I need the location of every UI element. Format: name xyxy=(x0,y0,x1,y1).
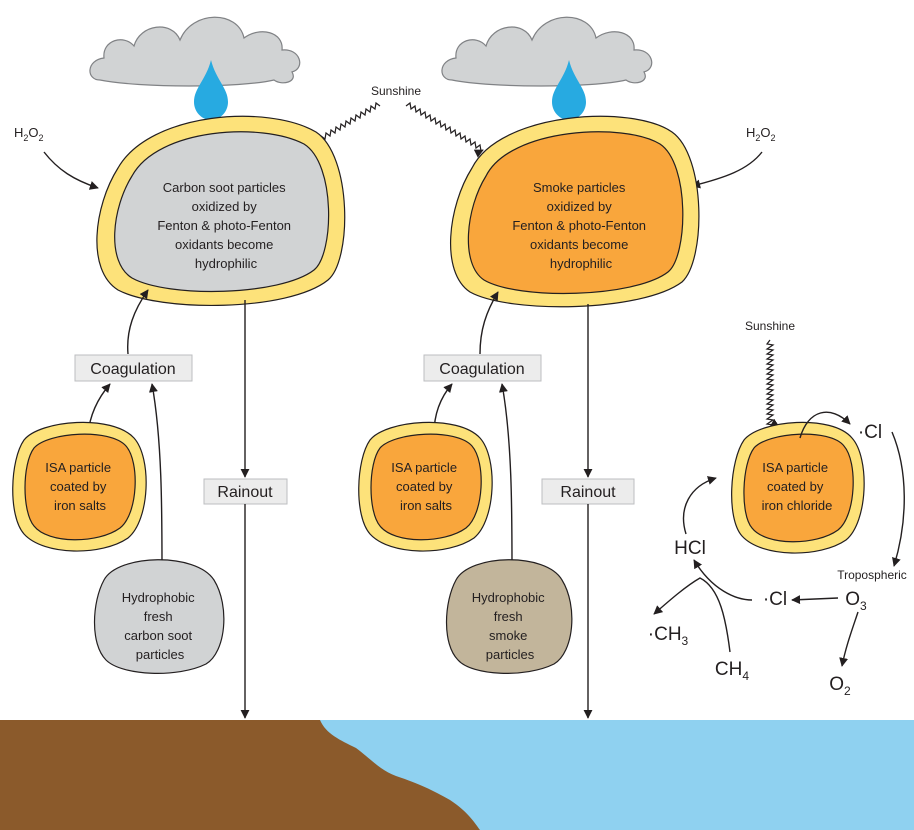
fresh-carbon-soot-particle xyxy=(93,559,225,674)
sunshine-ray-right xyxy=(405,101,484,158)
raindrop-icon-right xyxy=(552,60,586,120)
smoke-oxidized-particle xyxy=(449,115,700,308)
sunshine-label-top: Sunshine xyxy=(371,84,421,98)
cl-radical-top: ·Cl xyxy=(858,422,882,443)
arrow-cl-to-hcl xyxy=(693,559,753,601)
svg-text:Coagulation: Coagulation xyxy=(439,361,524,378)
cloud-icon-right xyxy=(441,16,653,87)
h2o2-arrow-left xyxy=(43,151,99,190)
o3-label: O3 xyxy=(845,589,867,613)
h2o2-arrow-right xyxy=(691,151,763,189)
fresh-smoke-particle xyxy=(445,559,573,674)
arrow-o3-to-cl xyxy=(791,595,839,605)
rainout-box-right: Rainout xyxy=(541,478,635,505)
isa-particle-left xyxy=(12,421,147,552)
svg-text:Rainout: Rainout xyxy=(560,484,616,501)
hcl-label: HCl xyxy=(674,538,706,559)
isa-chloride-text: ISA particle coated by iron chloride xyxy=(762,460,833,513)
arrow-o3-to-o2 xyxy=(839,611,859,667)
h2o2-label-right: H2O2 xyxy=(746,125,776,143)
ch3-label: ·CH3 xyxy=(648,624,689,648)
arrow-ch4-to-ch3 xyxy=(653,577,731,653)
arrow-particle-to-cl xyxy=(799,411,851,439)
tropospheric-label: Tropospheric xyxy=(837,568,907,582)
cloud-icon-left xyxy=(89,16,301,87)
arrow-fresh-smoke-up xyxy=(498,383,513,571)
cl-radical-mid: ·Cl xyxy=(763,589,787,610)
coagulation-box-left: Coagulation xyxy=(74,354,193,382)
sunshine-ray-chloride xyxy=(765,339,780,428)
h2o2-label-left: H2O2 xyxy=(14,125,44,143)
carbon-soot-oxidized-particle xyxy=(96,115,346,307)
arrow-fresh-carbon-up xyxy=(148,383,163,571)
isa-left-text: ISA particle coated by iron salts xyxy=(45,460,114,513)
isa-particle-middle xyxy=(358,421,493,552)
arrow-coag-right-up xyxy=(479,291,499,355)
svg-text:Rainout: Rainout xyxy=(217,484,273,501)
arrow-coag-left-up xyxy=(126,289,149,355)
svg-text:Coagulation: Coagulation xyxy=(90,361,175,378)
rainout-box-left: Rainout xyxy=(203,478,288,505)
carbon-oxidized-text: Carbon soot particles oxidized by Fenton… xyxy=(157,180,294,271)
o2-label: O2 xyxy=(829,674,851,698)
coagulation-box-right: Coagulation xyxy=(423,354,542,382)
fresh-carbon-text: Hydrophobic fresh carbon soot particles xyxy=(122,590,199,662)
isa-chloride-particle xyxy=(731,421,865,554)
raindrop-icon-left xyxy=(194,60,228,120)
ch4-label: CH4 xyxy=(715,659,749,683)
smoke-oxidized-text: Smoke particles oxidized by Fenton & pho… xyxy=(512,180,649,271)
ground-area xyxy=(0,720,480,830)
arrow-hcl-to-particle xyxy=(682,476,717,535)
fresh-smoke-text: Hydrophobic fresh smoke particles xyxy=(472,590,549,662)
isa-middle-text: ISA particle coated by iron salts xyxy=(391,460,460,513)
arrow-cl-to-o3 xyxy=(891,431,905,567)
sunshine-label-right: Sunshine xyxy=(745,319,795,333)
